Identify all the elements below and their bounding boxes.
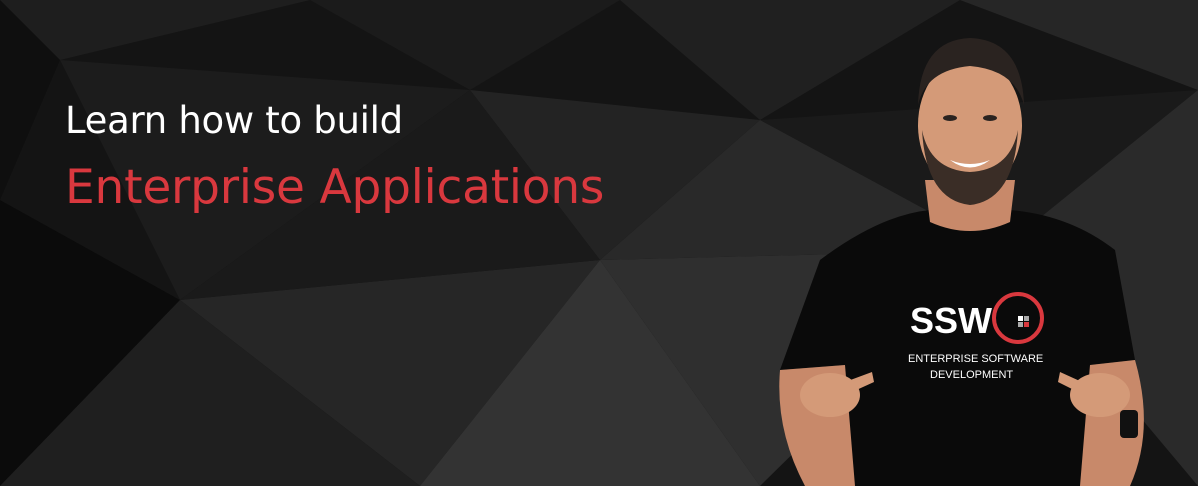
shirt-tagline-1: ENTERPRISE SOFTWARE [908,353,1043,365]
shirt-tagline-2: DEVELOPMENT [930,369,1013,381]
shirt-logo-text: SSW [910,300,992,341]
headline-emphasis: Enterprise Applications [65,160,605,215]
headline-intro: Learn how to build [65,99,403,142]
hero-headline: Learn how to build Enterprise Applicatio… [65,98,604,216]
presenter-photo: SSW ENTERPRISE SOFTWARE DEVELOPMENT [779,38,1144,486]
